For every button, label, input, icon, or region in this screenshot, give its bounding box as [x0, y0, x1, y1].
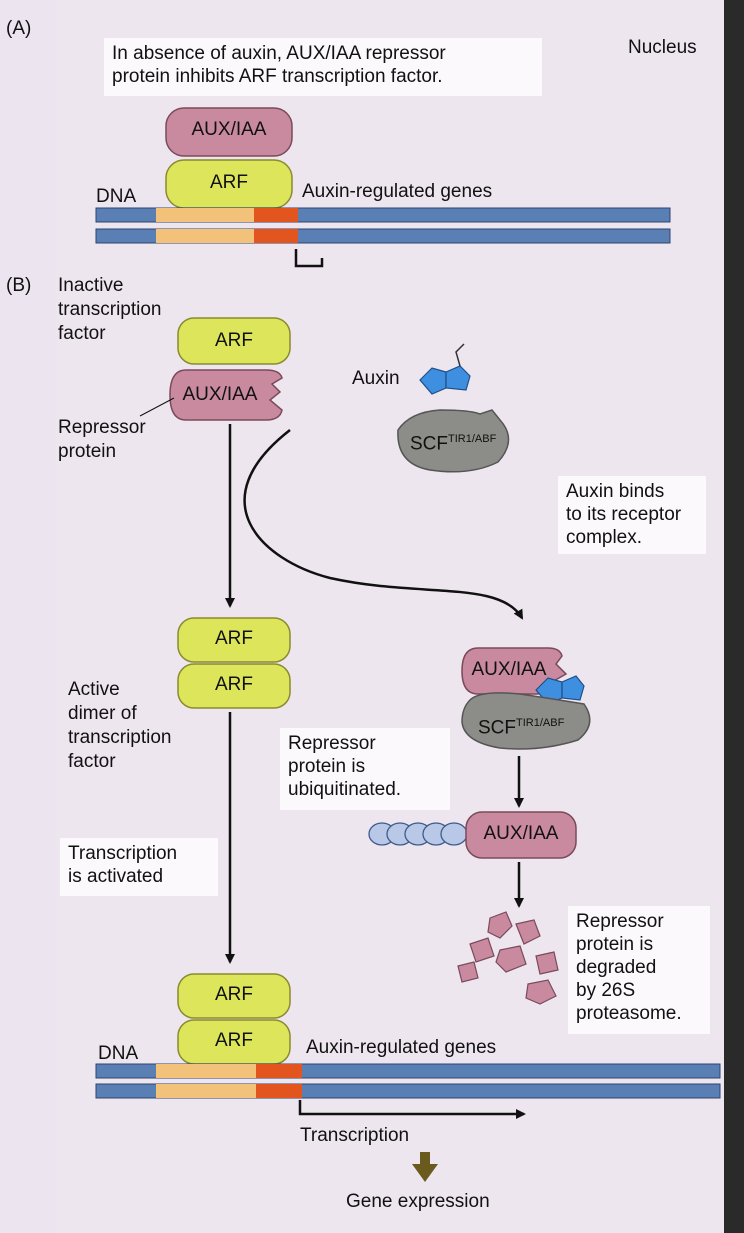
inactive-line1: Inactive	[58, 275, 124, 296]
panel-b-label: (B)	[6, 275, 32, 296]
repressor-line1: Repressor	[58, 417, 146, 438]
scf-shape	[397, 409, 510, 473]
activated-caption: Transcription is activated	[60, 838, 218, 896]
aux-iaa-shape-ubiquitinated	[465, 811, 577, 859]
dna-b	[95, 1063, 721, 1099]
ubiq-line2: protein is	[288, 756, 366, 777]
degraded-fragments	[457, 911, 559, 1005]
arf-bottom-upper	[177, 973, 291, 1019]
degraded-line5: proteasome.	[576, 1003, 682, 1024]
arf-dimer-upper	[177, 617, 291, 663]
ub-aux-label: AUX/IAA	[483, 823, 559, 844]
aux-iaa-shape-complex	[461, 647, 568, 695]
active-line2: dimer of	[68, 703, 137, 724]
auxin-binds-caption: Auxin binds to its receptor complex.	[558, 476, 706, 554]
binds-line1: Auxin binds	[566, 481, 665, 502]
binds-line2: to its receptor	[566, 504, 682, 525]
active-line3: transcription	[68, 727, 172, 748]
auxin-binding-arrow	[243, 429, 524, 620]
gene-expression-arrow	[412, 1152, 438, 1182]
gene-expression-label: Gene expression	[346, 1191, 490, 1212]
genes-label-a: Auxin-regulated genes	[302, 181, 493, 202]
transcription-label: Transcription	[300, 1125, 410, 1146]
inactive-line3: factor	[58, 323, 106, 344]
active-line4: factor	[68, 751, 116, 772]
aux-iaa-shape-a	[165, 107, 293, 157]
activated-line1: Transcription	[68, 843, 178, 864]
blocked-transcription-mark	[294, 249, 324, 268]
degraded-caption: Repressor protein is degraded by 26S pro…	[568, 906, 710, 1034]
bottom-arf2-label: ARF	[215, 1030, 253, 1051]
ubiquitinated-caption: Repressor protein is ubiquitinated.	[280, 728, 450, 810]
auxin-label: Auxin	[352, 368, 400, 389]
aux-iaa-shape-b-top	[169, 369, 283, 421]
degraded-line2: protein is	[576, 934, 654, 955]
degraded-line3: degraded	[576, 957, 657, 978]
dimer-arf2-label: ARF	[215, 674, 253, 695]
aux-iaa-label-a: AUX/IAA	[191, 119, 267, 140]
panel-a-caption-line2: protein inhibits ARF transcription facto…	[112, 66, 443, 87]
dna-label-b: DNA	[98, 1043, 139, 1064]
ubiq-line1: Repressor	[288, 733, 376, 754]
inactive-line2: transcription	[58, 299, 162, 320]
nucleus-label: Nucleus	[628, 37, 697, 58]
bottom-arf1-label: ARF	[215, 984, 253, 1005]
scf-shape-complex	[461, 692, 591, 750]
arf-label-b-top: ARF	[215, 330, 253, 351]
aux-iaa-label-b-top: AUX/IAA	[182, 384, 258, 405]
panel-a-label: (A)	[6, 18, 32, 39]
panel-a-caption-line1: In absence of auxin, AUX/IAA repressor	[112, 43, 446, 64]
genes-label-b: Auxin-regulated genes	[306, 1037, 497, 1058]
right-edge	[724, 0, 744, 1233]
complex-scf-label: SCFTIR1/ABF	[478, 712, 564, 739]
scf-label-sup: TIR1/ABF	[448, 433, 497, 445]
arf-dimer-lower	[177, 663, 291, 709]
arf-label-a: ARF	[210, 172, 248, 193]
scf-label: SCFTIR1/ABF	[410, 428, 496, 455]
transcription-arrow	[298, 1100, 526, 1119]
activated-line2: is activated	[68, 866, 164, 887]
ubiq-line3: ubiquitinated.	[288, 779, 402, 800]
complex-scf-sup: TIR1/ABF	[516, 717, 565, 729]
complex-aux-label: AUX/IAA	[471, 659, 547, 680]
repressor-leader	[139, 397, 175, 417]
degraded-line1: Repressor	[576, 911, 664, 932]
binds-line3: complex.	[566, 527, 643, 548]
panel-a-caption: In absence of auxin, AUX/IAA repressor p…	[104, 38, 542, 96]
arf-shape-b-top	[177, 317, 291, 365]
scf-label-base: SCF	[410, 433, 448, 455]
ubiquitin-chain	[368, 822, 468, 846]
auxin-in-complex-ring	[561, 675, 585, 701]
auxin-molecule	[419, 343, 471, 395]
active-line1: Active	[68, 679, 120, 700]
dna-a	[95, 207, 671, 244]
dimer-arf1-label: ARF	[215, 628, 253, 649]
dna-label-a: DNA	[96, 186, 137, 207]
repressor-line2: protein	[58, 441, 117, 462]
complex-scf-base: SCF	[478, 717, 516, 739]
degraded-line4: by 26S	[576, 980, 636, 1001]
